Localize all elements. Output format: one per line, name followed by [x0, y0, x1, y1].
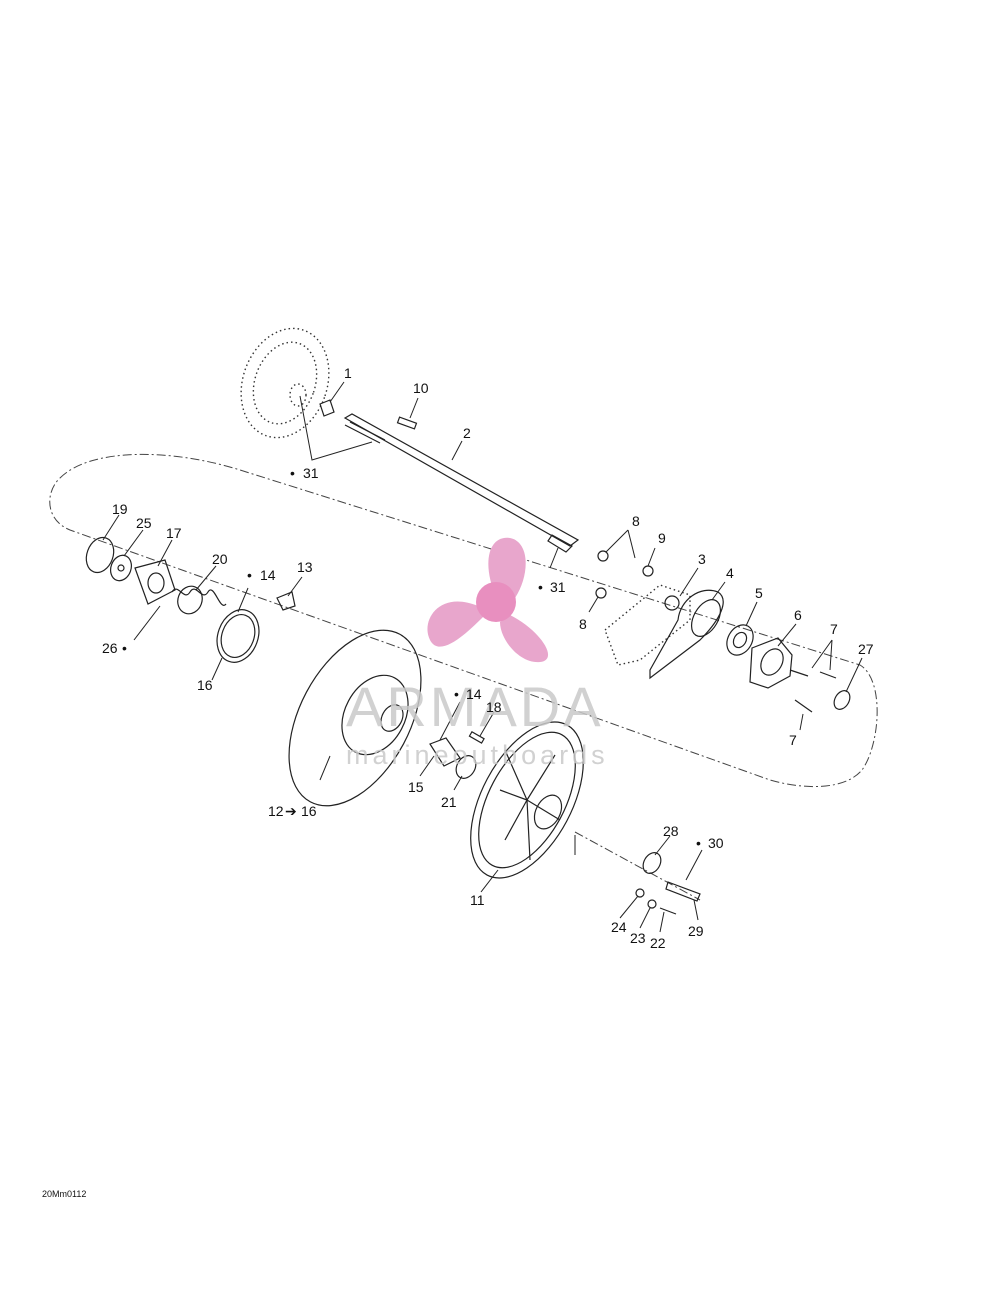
callout-5: 5 [755, 585, 763, 601]
drop-symbol: • [290, 465, 295, 481]
drop-symbol: • [122, 640, 127, 656]
watermark-brand: ARMADA [346, 675, 604, 738]
callout-27: 27 [858, 641, 874, 657]
callout-7-upper: 7 [830, 621, 838, 637]
part-8-nut-upper [597, 550, 609, 562]
callout-11: 11 [470, 892, 485, 908]
part-1-cap [319, 399, 335, 417]
part-27-ring [833, 690, 851, 710]
part-12-sheave [288, 629, 422, 807]
part-17-cam [134, 559, 176, 605]
part-29-bolt [665, 881, 701, 902]
callout-30: 30 [708, 835, 724, 851]
logo-hub [476, 582, 516, 622]
drawing-code: 20Mm0112 [42, 1189, 86, 1199]
watermark-tagline: marineoutboards [346, 740, 609, 770]
part-16-ring [216, 609, 260, 663]
part-28-washer [642, 852, 662, 874]
callout-17: 17 [166, 525, 182, 541]
callout-31-mid: 31 [550, 579, 566, 595]
part-21-ring [455, 755, 477, 779]
part-5-bearing [726, 624, 754, 656]
part-2-shaft [343, 413, 580, 553]
callout-28: 28 [663, 823, 679, 839]
callout-21: 21 [441, 794, 457, 810]
callout-23: 23 [630, 930, 646, 946]
callout-4: 4 [726, 565, 734, 581]
part-6-flange [749, 637, 793, 689]
callout-10: 10 [413, 380, 429, 396]
part-19-ring [85, 536, 115, 574]
callout-29: 29 [688, 923, 704, 939]
logo-blade-left [427, 601, 485, 647]
callout-6: 6 [794, 607, 802, 623]
callout-8-top: 8 [632, 513, 640, 529]
callout-20: 20 [212, 551, 228, 567]
drop-symbol: • [538, 579, 543, 595]
part-3-bearing [664, 595, 680, 611]
leader-lines [102, 381, 863, 933]
part-23-washer [647, 899, 657, 909]
part-11-fixed-sheave [470, 721, 584, 879]
callout-14-left: 14 [260, 567, 276, 583]
sprocket-wheel [240, 327, 330, 439]
part-3-bracket [604, 584, 691, 666]
drop-symbol: • [696, 835, 701, 851]
callout-18: 18 [486, 699, 502, 715]
part-22-screw [659, 907, 677, 915]
callout-2: 2 [463, 425, 471, 441]
callout-9: 9 [658, 530, 666, 546]
part-13-clip [276, 591, 296, 611]
shaft-centerline [574, 831, 701, 901]
callout-31-top: 31 [303, 465, 319, 481]
part-20-spring [171, 585, 227, 615]
part-24-nut [635, 888, 645, 898]
callout-19: 19 [112, 501, 128, 517]
callout-16: 16 [197, 677, 213, 693]
callout-25: 25 [136, 515, 152, 531]
part-15-bushing [429, 737, 461, 767]
callout-12: 12 [268, 803, 284, 819]
callout-3: 3 [698, 551, 706, 567]
part-8-nut-lower [595, 587, 607, 599]
armada-logo [427, 537, 549, 663]
callout-14-right: 14 [466, 686, 482, 702]
callout-13: 13 [297, 559, 313, 575]
callout-26: 26 [102, 640, 118, 656]
part-10-key [396, 416, 418, 430]
callout-24: 24 [611, 919, 627, 935]
callout-7-lower: 7 [789, 732, 797, 748]
callout-8-lower: 8 [579, 616, 587, 632]
part-7-bolts [789, 669, 837, 713]
callout-15: 15 [408, 779, 424, 795]
drop-symbol: • [454, 686, 459, 702]
callout-1: 1 [344, 365, 352, 381]
part-4-plate [649, 589, 724, 680]
drop-symbol: • [247, 567, 252, 583]
callout-12-to: 16 [301, 803, 317, 819]
callout-22: 22 [650, 935, 666, 951]
part-9-washer [642, 565, 654, 577]
part-18-pin [468, 730, 485, 744]
callout-arrow: ➔ [285, 803, 297, 819]
logo-blade-right [500, 615, 549, 663]
part-25-washer [110, 554, 132, 582]
